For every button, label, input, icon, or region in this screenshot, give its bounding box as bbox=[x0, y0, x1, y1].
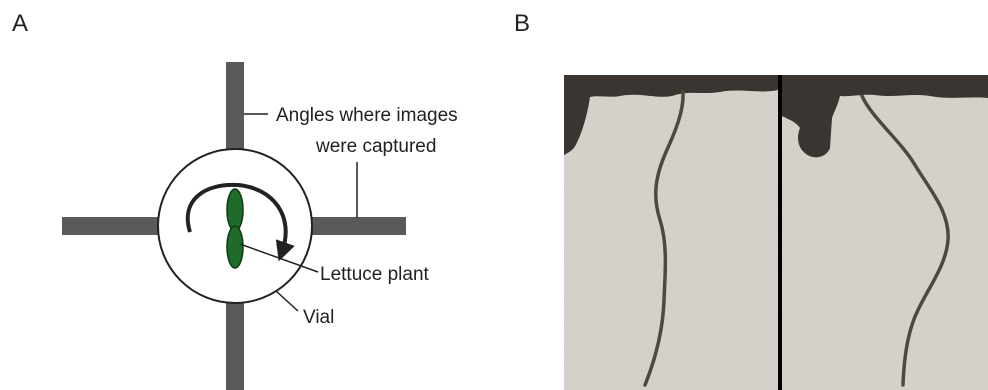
vial-label: Vial bbox=[303, 307, 334, 328]
panel-b bbox=[564, 75, 988, 390]
panel-a: Angles where images were captured Lettuc… bbox=[62, 62, 458, 390]
angles-label-line1: Angles where images bbox=[276, 105, 458, 126]
lettuce-label: Lettuce plant bbox=[320, 264, 430, 285]
root-photo-left bbox=[564, 75, 778, 390]
angles-label-line2: were captured bbox=[315, 136, 436, 157]
root-photo-right bbox=[782, 75, 988, 390]
vial-leader bbox=[276, 291, 298, 311]
lettuce-leaf-bottom bbox=[227, 226, 243, 268]
lettuce-leaf-top bbox=[227, 189, 243, 231]
photo-divider bbox=[778, 75, 782, 390]
